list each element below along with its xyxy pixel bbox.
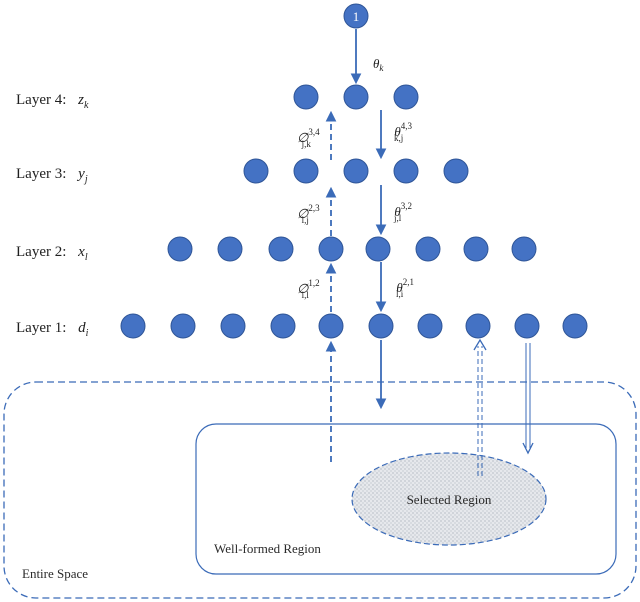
layer-4-node [343,84,369,110]
layer-4-nodes [293,84,419,110]
layer-1-node [465,313,491,339]
entire-space-label: Entire Space [22,566,88,581]
layer-1-node [120,313,146,339]
top-node [343,3,369,29]
layer-1-node [318,313,344,339]
layer-4-node [293,84,319,110]
layer-4-label: Layer 4: zk [16,92,89,111]
layer-1-node [270,313,296,339]
layer-labels: Layer 4: zk Layer 3: yj Layer 2: xl Laye… [16,92,89,339]
layer-3-node [343,158,369,184]
well-formed-region [195,423,617,575]
layer-3-node [393,158,419,184]
node-rows [120,84,588,339]
layer-4-node [393,84,419,110]
layer-2-node [511,236,537,262]
layer-2-node [167,236,193,262]
layer-3-nodes [243,158,469,184]
layer-2-label: Layer 2: xl [16,244,88,263]
selected-region [351,452,547,546]
entire-space-region [3,381,637,599]
layer-3-node [243,158,269,184]
layer-1-nodes [120,313,588,339]
layer-1-node [562,313,588,339]
layer-1-label: Layer 1: di [16,320,89,339]
layer-2-node [217,236,243,262]
layer-1-node [170,313,196,339]
layer-1-node [514,313,540,339]
selected-region-label: Selected Region [407,492,492,507]
layer-3-node [443,158,469,184]
layer-3-label: Layer 3: yj [16,166,88,185]
arrow-selected-up [473,338,487,476]
layer-2-node [318,236,344,262]
layer-1-node [417,313,443,339]
arrow-layer1-down-region [522,343,534,455]
layer-2-node [463,236,489,262]
layer-3-node [293,158,319,184]
layer-1-node [368,313,394,339]
layer-2-node [268,236,294,262]
layer-1-node [220,313,246,339]
layer-2-node [415,236,441,262]
top-node-label: 1 [353,9,360,24]
layer-2-nodes [167,236,537,262]
param-theta-k: θk [373,56,384,73]
well-formed-label: Well-formed Region [214,541,321,556]
layer-2-node [365,236,391,262]
